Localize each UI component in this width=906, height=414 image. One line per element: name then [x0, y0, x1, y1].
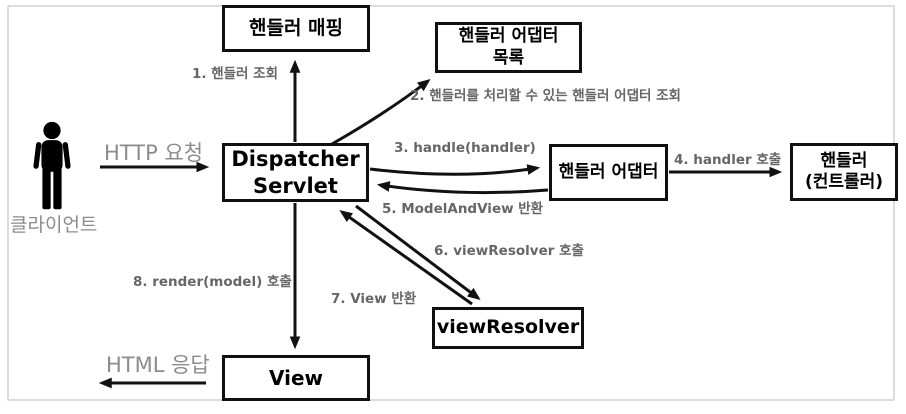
diagram-frame — [7, 5, 895, 401]
arrow-step6-viewresolver-call — [355, 204, 481, 300]
arrow-step2-adapter-lookup — [331, 79, 431, 146]
arrow-step5-modelandview-return — [376, 181, 549, 195]
view-resolver-label: viewResolver — [436, 316, 580, 339]
step7-label: 7. View 반환 — [331, 291, 417, 307]
person-icon — [33, 121, 71, 210]
http-request-label: HTTP 요청 — [104, 141, 204, 165]
handler-adapter-list-box: 핸들러 어댑터 목록 — [435, 22, 582, 73]
handler-adapter-label: 핸들러 어댑터 — [558, 161, 659, 182]
dispatcher-servlet-label-line2: Servlet — [253, 173, 338, 198]
handler-adapter-list-label-line2: 목록 — [492, 47, 525, 68]
handler-controller-label-line2: (컨트롤러) — [804, 172, 884, 192]
html-response-label: HTML 응답 — [106, 353, 210, 377]
step8-label: 8. render(model) 호출 — [133, 274, 292, 290]
arrow-step7-view-return — [339, 210, 473, 306]
step6-label: 6. viewResolver 호출 — [434, 243, 584, 259]
view-box: View — [222, 355, 370, 401]
handler-adapter-box: 핸들러 어댑터 — [549, 144, 668, 201]
step5-label: 5. ModelAndView 반환 — [382, 201, 544, 217]
step1-label: 1. 핸들러 조회 — [192, 66, 279, 82]
view-label: View — [268, 365, 324, 390]
dispatcher-servlet-label-line1: Dispatcher — [231, 147, 360, 172]
view-resolver-box: viewResolver — [432, 307, 584, 349]
step2-label: 2. 핸들러를 처리할 수 있는 핸들러 어댑터 조회 — [410, 88, 681, 104]
handler-controller-box: 핸들러 (컨트롤러) — [790, 143, 898, 201]
handler-mapping-label: 핸들러 매핑 — [248, 16, 343, 39]
handler-mapping-box: 핸들러 매핑 — [222, 5, 370, 52]
dispatcher-servlet-box: Dispatcher Servlet — [222, 143, 369, 202]
handler-controller-label-line1: 핸들러 — [820, 150, 868, 171]
step3-label: 3. handle(handler) — [394, 140, 536, 156]
client-label: 클라이언트 — [10, 214, 98, 236]
arrow-step3-handle — [369, 164, 541, 176]
handler-adapter-list-label-line1: 핸들러 어댑터 — [458, 26, 559, 47]
step4-label: 4. handler 호출 — [674, 152, 782, 168]
